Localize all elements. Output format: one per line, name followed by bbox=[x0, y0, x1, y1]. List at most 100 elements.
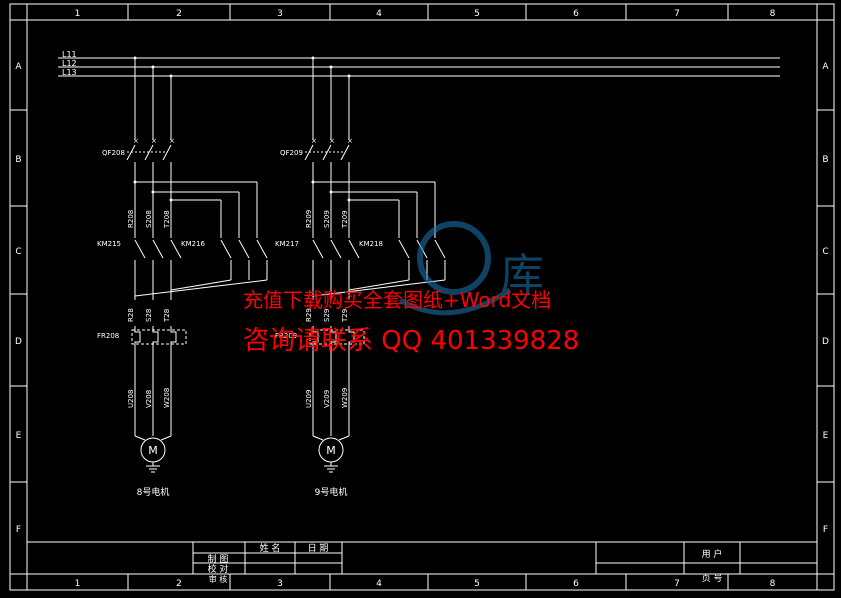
column-label: 4 bbox=[376, 9, 382, 19]
junction-dot bbox=[311, 56, 315, 60]
column-label: 3 bbox=[277, 579, 283, 589]
column-label: 6 bbox=[573, 9, 579, 19]
title-page-label: 页 号 bbox=[702, 573, 723, 584]
title-header-name: 姓 名 bbox=[260, 542, 281, 554]
bus-label: L11 bbox=[62, 50, 77, 59]
contactor-contact bbox=[256, 239, 268, 259]
phase-label: S208 bbox=[145, 210, 153, 228]
watermark-line-1: 充值下载购买全套图纸+Word文档 bbox=[243, 288, 552, 312]
motor-symbol: M bbox=[148, 444, 158, 457]
column-label: 2 bbox=[176, 9, 182, 19]
contactor-contact bbox=[238, 239, 250, 259]
column-label: 3 bbox=[277, 9, 283, 19]
column-label: 8 bbox=[770, 9, 776, 19]
svg-text:库: 库 bbox=[500, 250, 544, 301]
phase-label: R209 bbox=[305, 210, 313, 228]
title-row-check: 校 对 bbox=[208, 563, 229, 575]
row-label: A bbox=[822, 62, 829, 72]
relay-element bbox=[312, 326, 319, 350]
junction-dot bbox=[347, 74, 351, 78]
column-label: 6 bbox=[573, 579, 579, 589]
motor-caption: 9号电机 bbox=[315, 486, 348, 498]
row-label: B bbox=[15, 155, 21, 165]
title-row-review: 审 核 bbox=[209, 574, 228, 584]
contactor-fwd-label: KM217 bbox=[275, 240, 299, 248]
column-label: 2 bbox=[176, 579, 182, 589]
mid-label: T29 bbox=[341, 309, 349, 323]
column-label: 8 bbox=[770, 579, 776, 589]
contactor-contact bbox=[134, 239, 146, 259]
mid-label: R29 bbox=[305, 308, 313, 322]
motor-symbol: M bbox=[326, 444, 336, 457]
output-label: V208 bbox=[145, 390, 153, 408]
contact-mark: × bbox=[347, 137, 353, 145]
breaker-contact bbox=[162, 144, 172, 161]
column-label: 1 bbox=[75, 9, 81, 19]
bus-label: L12 bbox=[62, 59, 77, 68]
wire bbox=[312, 435, 324, 441]
contactor-contact bbox=[220, 239, 232, 259]
wire bbox=[134, 435, 146, 441]
relay-label: FR208 bbox=[97, 332, 119, 340]
phase-label: S209 bbox=[323, 210, 331, 228]
column-label: 5 bbox=[474, 579, 480, 589]
title-header-date: 日 期 bbox=[308, 543, 329, 554]
column-label: 1 bbox=[75, 579, 81, 589]
output-label: V209 bbox=[323, 390, 331, 408]
relay-element bbox=[348, 326, 355, 350]
wire bbox=[170, 279, 232, 291]
contact-mark: × bbox=[329, 137, 335, 145]
output-label: W208 bbox=[163, 388, 171, 408]
contactor-contact bbox=[398, 239, 410, 259]
output-label: U208 bbox=[127, 390, 135, 408]
contact-mark: × bbox=[311, 137, 317, 145]
contactor-fwd-label: KM215 bbox=[97, 240, 121, 248]
bus-label: L13 bbox=[62, 68, 77, 77]
row-label: D bbox=[822, 337, 829, 347]
relay-element bbox=[152, 326, 159, 350]
watermark-logo: 库 bbox=[398, 221, 544, 316]
contactor-rev-label: KM218 bbox=[359, 240, 383, 248]
phase-label: T209 bbox=[341, 210, 349, 229]
relay-element bbox=[170, 326, 177, 350]
column-label: 5 bbox=[474, 9, 480, 19]
contactor-contact bbox=[434, 239, 446, 259]
row-label: C bbox=[15, 247, 21, 257]
watermark-line-2: 咨询请联系 QQ 401339828 bbox=[243, 326, 580, 356]
wire bbox=[338, 435, 350, 441]
breaker-label: QF209 bbox=[280, 149, 303, 157]
contactor-contact bbox=[152, 239, 164, 259]
row-label: C bbox=[822, 247, 828, 257]
breaker-label: QF208 bbox=[102, 149, 125, 157]
breaker-contact bbox=[340, 144, 350, 161]
mid-label: T28 bbox=[163, 309, 171, 323]
wire bbox=[134, 279, 268, 297]
phase-label: T208 bbox=[163, 210, 171, 229]
motor-caption: 8号电机 bbox=[137, 486, 170, 498]
phase-label: R208 bbox=[127, 210, 135, 228]
thermal-relay bbox=[309, 329, 365, 345]
contact-mark: × bbox=[133, 137, 139, 145]
relay-label: FR209 bbox=[275, 332, 297, 340]
column-label: 7 bbox=[674, 9, 680, 19]
row-label: F bbox=[823, 525, 828, 535]
output-label: W209 bbox=[341, 388, 349, 408]
contact-mark: × bbox=[151, 137, 157, 145]
row-label: E bbox=[823, 431, 829, 441]
contactor-contact bbox=[330, 239, 342, 259]
mid-label: R28 bbox=[127, 308, 135, 322]
title-user-label: 用 户 bbox=[702, 548, 723, 560]
junction-dot bbox=[329, 65, 333, 69]
title-block bbox=[192, 541, 818, 575]
junction-dot bbox=[133, 56, 137, 60]
wire bbox=[312, 279, 446, 297]
relay-element bbox=[330, 326, 337, 350]
wire bbox=[160, 435, 172, 441]
